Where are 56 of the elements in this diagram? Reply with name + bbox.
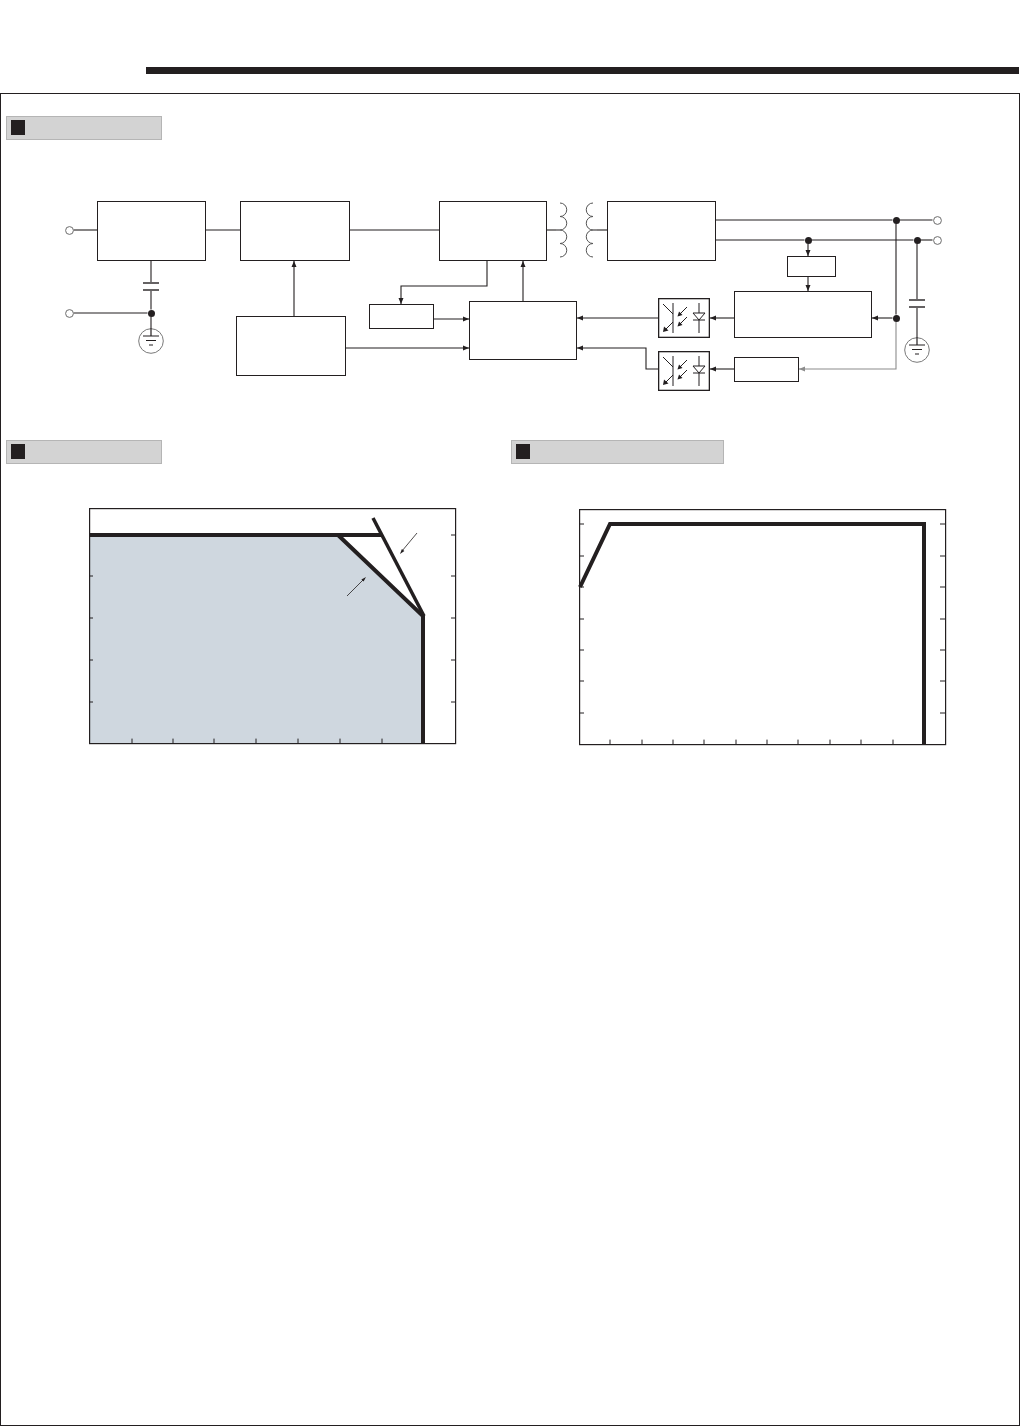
capacitor-icon	[143, 282, 159, 291]
process-box	[439, 201, 547, 261]
arrow	[805, 276, 811, 292]
process-box	[240, 201, 350, 261]
connector-line	[715, 239, 806, 241]
terminal-icon	[64, 225, 74, 235]
arrow	[576, 315, 659, 321]
transformer-icon	[556, 202, 597, 258]
optocoupler-icon	[658, 351, 710, 391]
connector-line	[895, 222, 897, 316]
process-box	[469, 301, 577, 360]
connector-line	[72, 229, 98, 231]
arrow	[345, 345, 470, 351]
connector-line	[546, 229, 557, 231]
arrow	[398, 260, 488, 305]
terminal-icon	[932, 215, 942, 225]
arrow	[520, 260, 526, 302]
junction-dot-icon	[892, 314, 900, 322]
connector-line	[916, 307, 918, 338]
junction-dot-icon	[804, 236, 812, 244]
process-box	[734, 357, 799, 382]
connector-line	[715, 219, 894, 221]
connector-line	[916, 242, 918, 300]
connector-line	[150, 315, 152, 329]
process-box	[734, 291, 872, 338]
junction-dot-icon	[892, 216, 900, 224]
capacitor-icon	[909, 299, 925, 308]
terminal-icon	[64, 308, 74, 318]
connector-line	[72, 312, 149, 314]
arrow	[871, 315, 894, 321]
ground-icon	[138, 328, 164, 354]
arrow	[291, 260, 297, 317]
terminal-icon	[932, 235, 942, 245]
process-box	[787, 256, 836, 277]
ground-icon	[904, 337, 930, 363]
optocoupler-icon	[658, 298, 710, 338]
arrow	[576, 345, 659, 370]
connector-line	[205, 229, 241, 231]
arrow	[709, 315, 735, 321]
junction-dot-icon	[913, 236, 921, 244]
arrow	[433, 316, 470, 322]
junction-dot-icon	[147, 309, 155, 317]
connector-line	[596, 229, 608, 231]
process-box	[236, 316, 346, 376]
connector-line	[898, 219, 934, 221]
connector-line	[349, 229, 440, 231]
arrow	[709, 366, 735, 372]
connector-line	[150, 260, 152, 283]
connector-line	[150, 290, 152, 311]
arrow	[805, 242, 811, 257]
arrow	[798, 320, 897, 372]
connector-line	[919, 239, 934, 241]
process-box	[369, 304, 434, 329]
process-box	[97, 201, 206, 261]
connector-line	[810, 239, 915, 241]
process-box	[607, 201, 716, 261]
